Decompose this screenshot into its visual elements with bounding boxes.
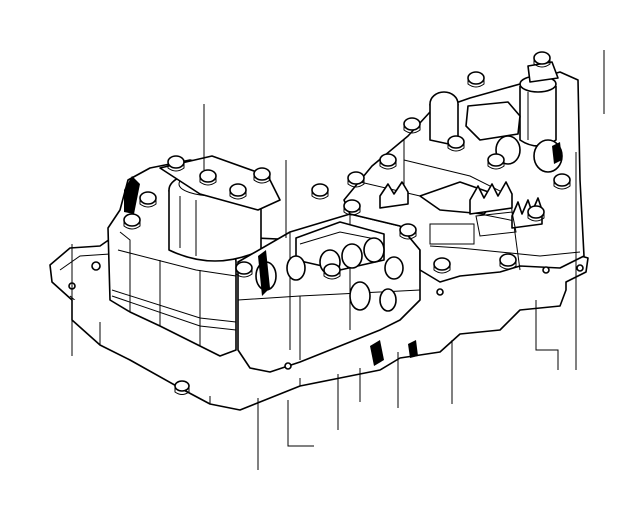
bolt bbox=[323, 263, 341, 280]
bolt bbox=[399, 223, 417, 240]
leader-line bbox=[535, 300, 559, 370]
leader-line bbox=[287, 400, 314, 447]
bolt bbox=[499, 253, 517, 270]
bolt bbox=[527, 205, 545, 222]
bolt bbox=[229, 183, 247, 200]
spool-rollers bbox=[255, 237, 404, 312]
bolt bbox=[533, 51, 551, 68]
bolt bbox=[447, 135, 465, 152]
base-holes bbox=[68, 261, 584, 370]
bolt-heads bbox=[123, 51, 571, 395]
bolt bbox=[403, 117, 421, 134]
bolt bbox=[174, 380, 190, 395]
right-solenoid bbox=[519, 61, 559, 147]
bolt bbox=[123, 213, 141, 230]
bolt bbox=[343, 199, 361, 216]
bolt bbox=[139, 191, 157, 208]
bolt bbox=[433, 257, 451, 274]
bolt bbox=[253, 167, 271, 184]
bolt bbox=[235, 261, 253, 278]
rear-cylinders bbox=[429, 91, 563, 173]
bolt bbox=[553, 173, 571, 190]
shading bbox=[124, 142, 562, 366]
bolt bbox=[379, 153, 397, 170]
leader-lines bbox=[71, 50, 605, 470]
bolt bbox=[311, 183, 329, 200]
bolt bbox=[167, 155, 185, 172]
bolt bbox=[199, 169, 217, 186]
bolt bbox=[487, 153, 505, 170]
left-solenoid bbox=[159, 155, 281, 262]
bolt bbox=[347, 171, 365, 188]
bolt bbox=[467, 71, 485, 88]
